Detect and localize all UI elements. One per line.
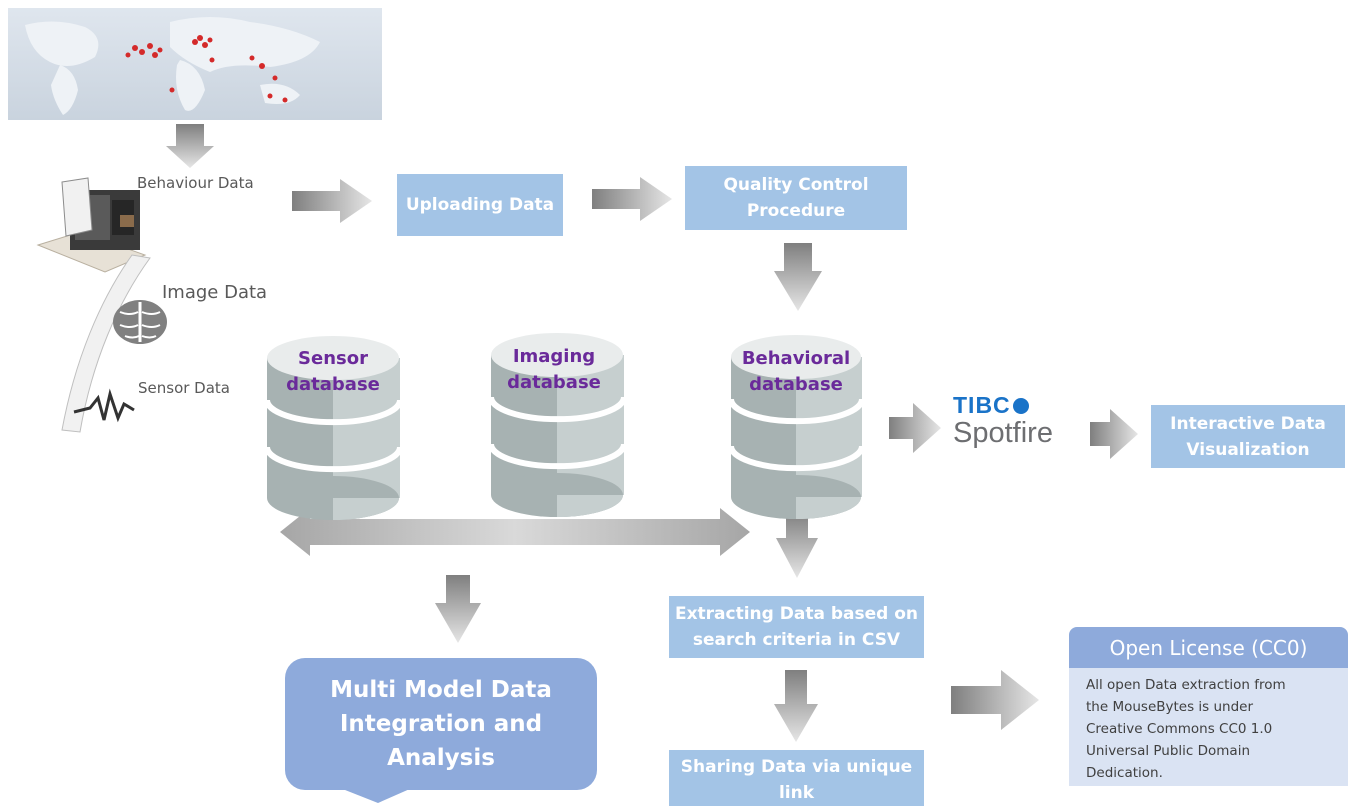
analysis-line2: Integration and Analysis <box>339 711 543 771</box>
uploading-data-box: Uploading Data <box>397 174 563 236</box>
arrows <box>166 124 1138 742</box>
extracting-data-line1: Extracting Data based on <box>674 604 919 624</box>
sharing-data-line2: link <box>778 783 815 803</box>
extracting-data-line2: search criteria in CSV <box>692 630 901 650</box>
arrow-map-down <box>166 124 214 168</box>
behaviour-apparatus-image <box>36 177 147 273</box>
analysis-line1: Multi Model Data <box>330 677 552 703</box>
license-header: Open License (CC0) <box>1069 627 1348 668</box>
quality-control-line2: Procedure <box>746 201 846 221</box>
sensor-database-line1: Sensor <box>298 348 368 369</box>
world-map-image <box>8 8 382 120</box>
tibco-brand-text: TIBC <box>953 392 1011 418</box>
tibco-ball-icon <box>1012 398 1029 414</box>
arrow-extract-to-share <box>774 670 818 742</box>
behavioral-database-line2: database <box>749 374 843 395</box>
imaging-database-label: Imaging database <box>484 344 624 396</box>
arrow-qc-down <box>774 243 822 311</box>
sensor-data-label: Sensor Data <box>138 379 230 397</box>
license-line2: the MouseBytes is under <box>1086 699 1254 715</box>
quality-control-box: Quality Control Procedure <box>685 166 907 230</box>
license-line5: Dedication. <box>1086 765 1163 781</box>
imaging-database-line1: Imaging <box>512 346 596 367</box>
behavioral-database-label: Behavioral database <box>726 346 866 398</box>
license-body: All open Data extraction from the MouseB… <box>1069 668 1348 786</box>
interactive-visualization-line2: Visualization <box>1186 439 1310 460</box>
license-title: Open License (CC0) <box>1109 635 1308 660</box>
arrow-spotfire-to-viz <box>1090 409 1138 459</box>
arrow-db-to-extract <box>776 512 818 578</box>
sharing-data-box: Sharing Data via unique link <box>669 750 924 806</box>
behavioral-database-icon <box>728 335 865 519</box>
interactive-visualization-box: Interactive Data Visualization <box>1151 405 1345 468</box>
analysis-callout-pointer <box>340 788 412 803</box>
extracting-data-box: Extracting Data based on search criteria… <box>669 596 924 658</box>
arrow-to-upload <box>292 179 372 223</box>
behaviour-data-label: Behaviour Data <box>137 174 254 192</box>
sharing-data-line1: Sharing Data via unique <box>680 757 913 777</box>
sensor-database-icon <box>264 336 403 520</box>
arrow-to-analysis <box>435 575 481 643</box>
sensor-database-line2: database <box>286 374 380 395</box>
license-line3: Creative Commons CC0 1.0 <box>1086 721 1273 737</box>
license-line4: Universal Public Domain <box>1086 743 1251 759</box>
sensor-waveform-icon <box>73 388 135 423</box>
tibco-spotfire-logo: TIBC Spotfire <box>953 393 1053 449</box>
bidirectional-arrow <box>280 508 750 556</box>
spotfire-product-text: Spotfire <box>953 417 1053 449</box>
multi-model-analysis-box: Multi Model Data Integration and Analysi… <box>285 658 597 790</box>
image-data-label: Image Data <box>162 282 268 303</box>
arrow-to-spotfire <box>889 403 941 453</box>
uploading-data-label: Uploading Data <box>405 195 555 215</box>
arrow-upload-to-qc <box>592 177 672 221</box>
quality-control-line1: Quality Control <box>723 175 869 195</box>
license-line1: All open Data extraction from <box>1086 677 1286 693</box>
arrow-to-license <box>951 670 1039 730</box>
interactive-visualization-line1: Interactive Data <box>1170 413 1326 434</box>
brain-icon <box>113 300 167 344</box>
imaging-database-line2: database <box>507 372 601 393</box>
behavioral-database-line1: Behavioral <box>741 348 851 369</box>
sensor-database-label: Sensor database <box>263 346 403 398</box>
imaging-database-icon <box>488 333 627 517</box>
data-flow-band <box>61 254 151 433</box>
